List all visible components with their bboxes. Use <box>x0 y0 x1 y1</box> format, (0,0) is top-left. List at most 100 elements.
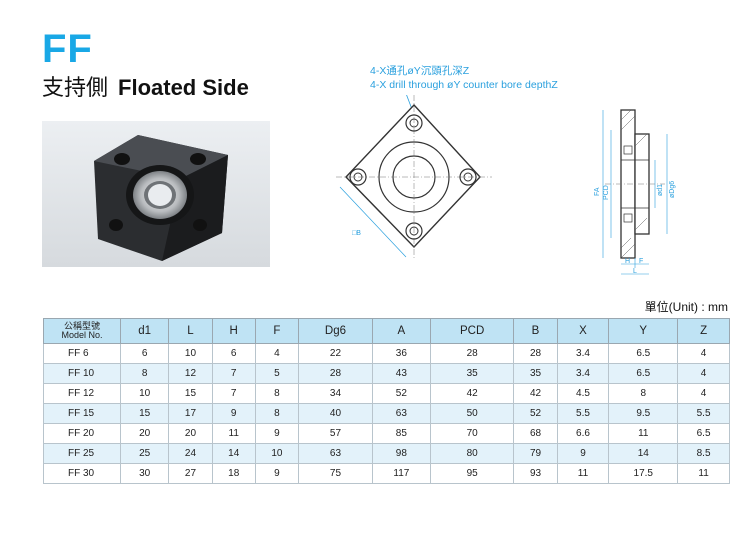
table-cell-y: 8 <box>608 383 679 404</box>
table-cell-y: 6.5 <box>608 363 679 384</box>
table-cell-pcd: 35 <box>429 363 515 384</box>
mount-hole-right <box>459 168 477 186</box>
column-header-f: F <box>254 318 300 344</box>
table-cell-z: 4 <box>677 383 730 404</box>
table-cell-a: 63 <box>371 403 431 424</box>
table-cell-l: 10 <box>168 343 213 364</box>
table-cell-h: 9 <box>211 403 256 424</box>
table-cell-b: 42 <box>513 383 558 404</box>
table-cell-x: 4.5 <box>556 383 610 404</box>
table-cell-f: 9 <box>254 423 300 444</box>
bearing-block-image <box>94 135 228 261</box>
table-cell-z: 5.5 <box>677 403 730 424</box>
table-cell-z: 11 <box>677 463 730 484</box>
table-cell-b: 68 <box>513 423 558 444</box>
column-header-dg6: Dg6 <box>298 318 373 344</box>
mount-hole-bottom <box>405 222 423 240</box>
table-cell-x: 3.4 <box>556 363 610 384</box>
dimension-l-label: L <box>633 268 637 275</box>
column-header-d1: d1 <box>119 318 170 344</box>
table-cell-f: 4 <box>254 343 300 364</box>
model-cell: FF 10 <box>43 363 121 384</box>
column-header-z: Z <box>677 318 730 344</box>
table-cell-h: 7 <box>211 383 256 404</box>
table-cell-f: 5 <box>254 363 300 384</box>
mount-hole-left <box>349 168 367 186</box>
table-cell-b: 93 <box>513 463 558 484</box>
table-cell-a: 52 <box>371 383 431 404</box>
model-cell: FF 25 <box>43 443 121 464</box>
table-cell-x: 3.4 <box>556 343 610 364</box>
table-cell-pcd: 42 <box>429 383 515 404</box>
table-cell-b: 52 <box>513 403 558 424</box>
table-cell-dg6: 28 <box>298 363 373 384</box>
title-english: Floated Side <box>118 75 249 100</box>
dimension-d1-label: ød1 <box>657 184 664 196</box>
dimension-pcd-label: PCD <box>603 185 610 200</box>
table-cell-dg6: 63 <box>298 443 373 464</box>
model-code-title: FF <box>42 27 93 71</box>
table-cell-l: 27 <box>168 463 213 484</box>
hole-note-english: 4-X drill through øY counter bore depthZ <box>370 79 558 91</box>
column-header-b: B <box>513 318 558 344</box>
table-cell-d1: 10 <box>119 383 170 404</box>
model-column-header: 公稱型號 Model No. <box>43 318 121 344</box>
mount-hole-top <box>405 114 423 132</box>
table-cell-d1: 8 <box>119 363 170 384</box>
table-cell-h: 11 <box>211 423 256 444</box>
table-cell-a: 36 <box>371 343 431 364</box>
table-cell-h: 7 <box>211 363 256 384</box>
table-cell-f: 8 <box>254 383 300 404</box>
table-cell-dg6: 57 <box>298 423 373 444</box>
dimension-b-line <box>339 186 407 258</box>
table-cell-pcd: 70 <box>429 423 515 444</box>
table-cell-dg6: 34 <box>298 383 373 404</box>
table-cell-a: 85 <box>371 423 431 444</box>
table-cell-d1: 25 <box>119 443 170 464</box>
product-photo <box>42 121 270 267</box>
table-cell-x: 9 <box>556 443 610 464</box>
column-header-h: H <box>211 318 256 344</box>
table-cell-h: 18 <box>211 463 256 484</box>
table-cell-y: 6.5 <box>608 343 679 364</box>
table-cell-a: 98 <box>371 443 431 464</box>
table-cell-dg6: 40 <box>298 403 373 424</box>
table-cell-d1: 15 <box>119 403 170 424</box>
column-header-x: X <box>556 318 610 344</box>
model-cell: FF 15 <box>43 403 121 424</box>
dimension-h-label: H <box>625 258 630 265</box>
table-cell-l: 17 <box>168 403 213 424</box>
model-cell: FF 6 <box>43 343 121 364</box>
table-cell-l: 24 <box>168 443 213 464</box>
model-header-english: Model No. <box>61 330 103 340</box>
table-cell-d1: 30 <box>119 463 170 484</box>
table-cell-a: 117 <box>371 463 431 484</box>
table-cell-b: 35 <box>513 363 558 384</box>
table-cell-b: 28 <box>513 343 558 364</box>
table-cell-d1: 20 <box>119 423 170 444</box>
column-header-pcd: PCD <box>429 318 515 344</box>
table-cell-f: 10 <box>254 443 300 464</box>
flange-outline <box>345 103 481 249</box>
table-cell-l: 15 <box>168 383 213 404</box>
dimension-b-label: □B <box>352 230 361 237</box>
table-cell-h: 14 <box>211 443 256 464</box>
table-cell-y: 17.5 <box>608 463 679 484</box>
hole-note: 4-X通孔øY沉頭孔深Z 4-X drill through øY counte… <box>370 64 558 92</box>
table-cell-z: 4 <box>677 363 730 384</box>
table-cell-pcd: 80 <box>429 443 515 464</box>
table-cell-dg6: 22 <box>298 343 373 364</box>
table-cell-d1: 6 <box>119 343 170 364</box>
column-header-l: L <box>168 318 213 344</box>
table-cell-dg6: 75 <box>298 463 373 484</box>
unit-label: 單位(Unit) : mm <box>644 300 728 314</box>
